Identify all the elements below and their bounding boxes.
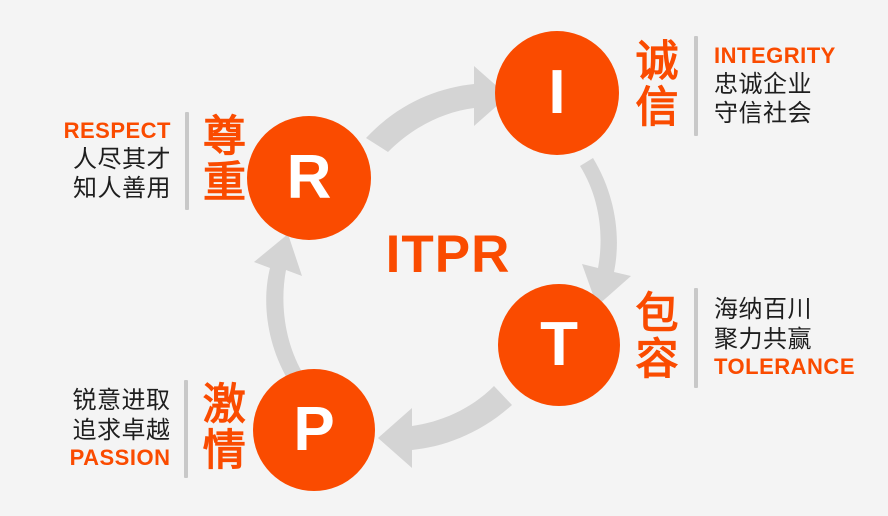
integrity-chinese-title: 诚 信 [634, 40, 680, 131]
tolerance-chinese-title: 包 容 [634, 292, 680, 383]
respect-title-char-1: 尊 [203, 112, 246, 163]
passion-title-char-1: 激 [202, 380, 246, 431]
value-block-passion: 锐意进取 追求卓越 PASSION 激 情 [22, 380, 246, 478]
integrity-title-char-2: 信 [635, 83, 679, 133]
respect-line-2: 知人善用 [73, 174, 171, 203]
tolerance-english: TOLERANCE [714, 353, 855, 379]
integrity-title-char-1: 诚 [635, 37, 679, 88]
tolerance-title-char-1: 包 [635, 289, 679, 340]
node-circle-integrity[interactable]: I [495, 31, 619, 155]
node-letter-r: R [286, 143, 332, 212]
integrity-description: INTEGRITY 忠诚企业 守信社会 [714, 43, 864, 128]
passion-chinese-title: 激 情 [202, 383, 246, 474]
node-circle-tolerance[interactable]: T [498, 284, 620, 406]
integrity-divider [694, 36, 698, 136]
passion-line-1: 锐意进取 [72, 386, 171, 415]
integrity-line-2: 守信社会 [714, 99, 812, 128]
respect-line-1: 人尽其才 [73, 145, 171, 174]
tolerance-title-char-2: 容 [635, 335, 679, 385]
node-letter-t: T [540, 310, 578, 379]
respect-title-char-2: 重 [203, 158, 246, 208]
respect-description: RESPECT 人尽其才 知人善用 [30, 118, 171, 203]
node-circle-respect[interactable]: R [247, 116, 371, 240]
node-letter-i: I [548, 58, 566, 127]
node-circle-passion[interactable]: P [253, 369, 375, 491]
center-acronym: ITPR [385, 225, 511, 284]
arrow-r-to-i-icon [366, 66, 508, 152]
value-block-respect: RESPECT 人尽其才 知人善用 尊 重 [30, 112, 246, 210]
tolerance-line-1: 海纳百川 [714, 295, 812, 324]
passion-english: PASSION [69, 444, 171, 470]
passion-divider [184, 380, 189, 478]
tolerance-divider [694, 288, 698, 388]
value-block-integrity: 诚 信 INTEGRITY 忠诚企业 守信社会 [634, 36, 874, 136]
node-letter-p: P [293, 395, 335, 464]
respect-divider [185, 112, 189, 210]
integrity-line-1: 忠诚企业 [714, 70, 812, 99]
arrow-t-to-p-icon [378, 386, 512, 468]
passion-title-char-2: 情 [202, 426, 246, 476]
respect-chinese-title: 尊 重 [203, 115, 246, 206]
value-block-tolerance: 包 容 海纳百川 聚力共赢 TOLERANCE [634, 288, 884, 388]
respect-english: RESPECT [63, 118, 171, 144]
arrow-i-to-t-icon [580, 158, 631, 306]
passion-description: 锐意进取 追求卓越 PASSION [22, 386, 170, 471]
passion-line-2: 追求卓越 [72, 415, 171, 444]
tolerance-description: 海纳百川 聚力共赢 TOLERANCE [714, 295, 874, 380]
arrow-p-to-r-icon [254, 234, 302, 380]
integrity-english: INTEGRITY [714, 43, 836, 69]
tolerance-line-2: 聚力共赢 [714, 324, 812, 353]
